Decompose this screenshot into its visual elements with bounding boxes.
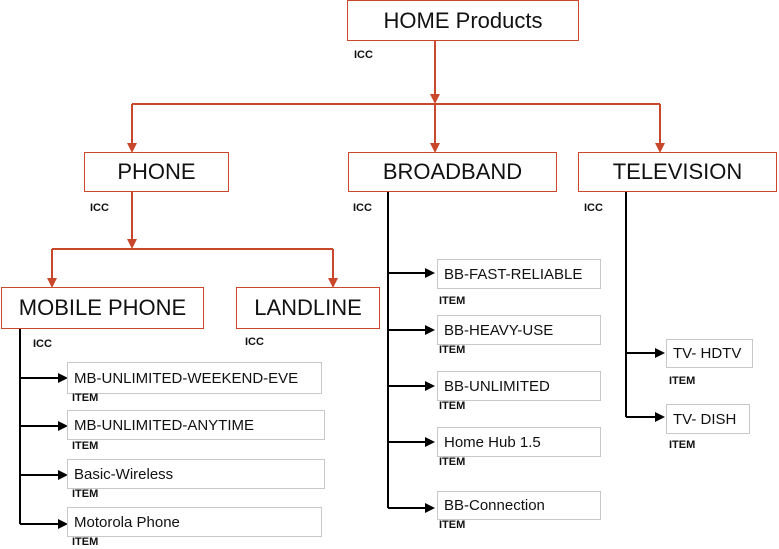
item-tag: ITEM xyxy=(72,392,99,404)
item-tag: ITEM xyxy=(72,536,99,548)
item-bb-heavy-use: BB-HEAVY-USE xyxy=(437,315,601,345)
node-broadband: BROADBAND xyxy=(348,152,557,192)
node-television: TELEVISION xyxy=(578,152,777,192)
item-tv-dish: TV- DISH xyxy=(666,404,750,434)
icc-tag-home: ICC xyxy=(354,49,373,61)
node-phone: PHONE xyxy=(84,152,229,192)
item-tag: ITEM xyxy=(669,439,696,451)
icc-tag-mobile-phone: ICC xyxy=(33,338,52,350)
item-basic-wireless: Basic-Wireless xyxy=(67,459,325,489)
phone-connectors xyxy=(47,192,338,288)
icc-tag-landline: ICC xyxy=(245,336,264,348)
item-mb-unlimited-weekend-eve: MB-UNLIMITED-WEEKEND-EVE xyxy=(67,362,322,394)
item-bb-fast-reliable: BB-FAST-RELIABLE xyxy=(437,259,601,289)
item-bb-unlimited: BB-UNLIMITED xyxy=(437,371,601,401)
mobile-item-connectors xyxy=(19,329,68,529)
item-tag: ITEM xyxy=(72,440,99,452)
item-motorola-phone: Motorola Phone xyxy=(67,507,322,537)
icc-tag-television: ICC xyxy=(584,202,603,214)
item-tag: ITEM xyxy=(439,400,466,412)
item-tag: ITEM xyxy=(669,375,696,387)
item-tv-hdtv: TV- HDTV xyxy=(666,339,753,368)
icc-tag-phone: ICC xyxy=(90,202,109,214)
home-connectors xyxy=(127,41,665,153)
node-landline: LANDLINE xyxy=(236,287,380,329)
node-home-products: HOME Products xyxy=(347,0,579,41)
item-bb-connection: BB-Connection xyxy=(437,491,601,520)
item-tag: ITEM xyxy=(439,519,466,531)
item-tag: ITEM xyxy=(72,488,99,500)
broadband-item-connectors xyxy=(387,192,435,513)
item-tag: ITEM xyxy=(439,295,466,307)
item-tag: ITEM xyxy=(439,456,466,468)
item-home-hub-1-5: Home Hub 1.5 xyxy=(437,427,601,457)
item-mb-unlimited-anytime: MB-UNLIMITED-ANYTIME xyxy=(67,410,325,440)
icc-tag-broadband: ICC xyxy=(353,202,372,214)
node-mobile-phone: MOBILE PHONE xyxy=(1,287,204,329)
item-tag: ITEM xyxy=(439,344,466,356)
television-item-connectors xyxy=(625,192,665,422)
